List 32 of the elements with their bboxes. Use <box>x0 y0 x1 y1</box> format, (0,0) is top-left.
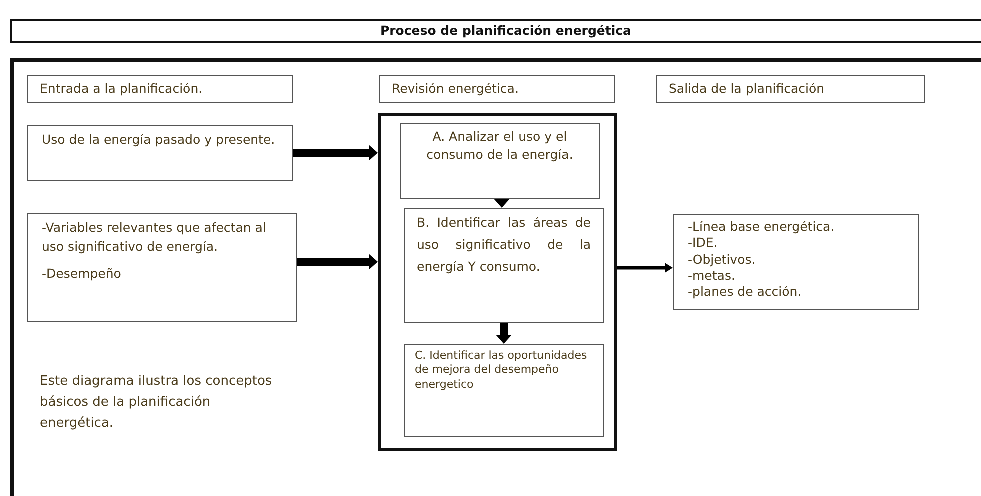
node-text: -Línea base energética. <box>688 219 836 236</box>
node-text: Entrada a la planificación. <box>40 80 204 98</box>
node-text: -Desempeño <box>42 264 122 283</box>
node-text: -planes de acción. <box>688 284 803 300</box>
node-text: -Objetivos. <box>688 252 757 268</box>
step-box <box>404 208 604 323</box>
text-box <box>27 125 293 181</box>
text-box <box>379 75 615 103</box>
text-box <box>27 75 293 103</box>
text-box <box>673 214 919 310</box>
step-box <box>404 344 604 437</box>
node-text: C. Identificar las oportunidades de mejora del desempeño energetico <box>415 349 588 392</box>
node-text: Revisión energética. <box>392 80 520 98</box>
description-text: Este diagrama ilustra los conceptos básicos de la planificación energética. <box>40 373 274 433</box>
node-text: B. Identificar las áreas de uso significativo de la energía Y consumo. <box>417 214 591 276</box>
text-box <box>656 75 925 103</box>
arrow <box>617 263 673 273</box>
frame-box <box>10 58 981 496</box>
title-banner: Proceso de planificación energética <box>10 19 981 43</box>
node-text: -Variables relevantes que afectan al uso significativo de energía. <box>42 219 268 256</box>
arrow <box>293 145 378 161</box>
node-text: Uso de la energía pasado y presente. <box>42 131 276 149</box>
node-text: -IDE. <box>688 235 719 252</box>
arrow <box>297 254 378 270</box>
frame-box <box>378 113 617 451</box>
text-box <box>27 213 297 322</box>
step-box <box>400 123 600 199</box>
node-text: A. Analizar el uso y el consumo de la energía. <box>426 128 574 164</box>
node-text: -metas. <box>688 268 736 284</box>
arrow <box>494 199 510 208</box>
arrow <box>496 323 512 344</box>
node-text: Salida de la planificación <box>669 80 826 98</box>
